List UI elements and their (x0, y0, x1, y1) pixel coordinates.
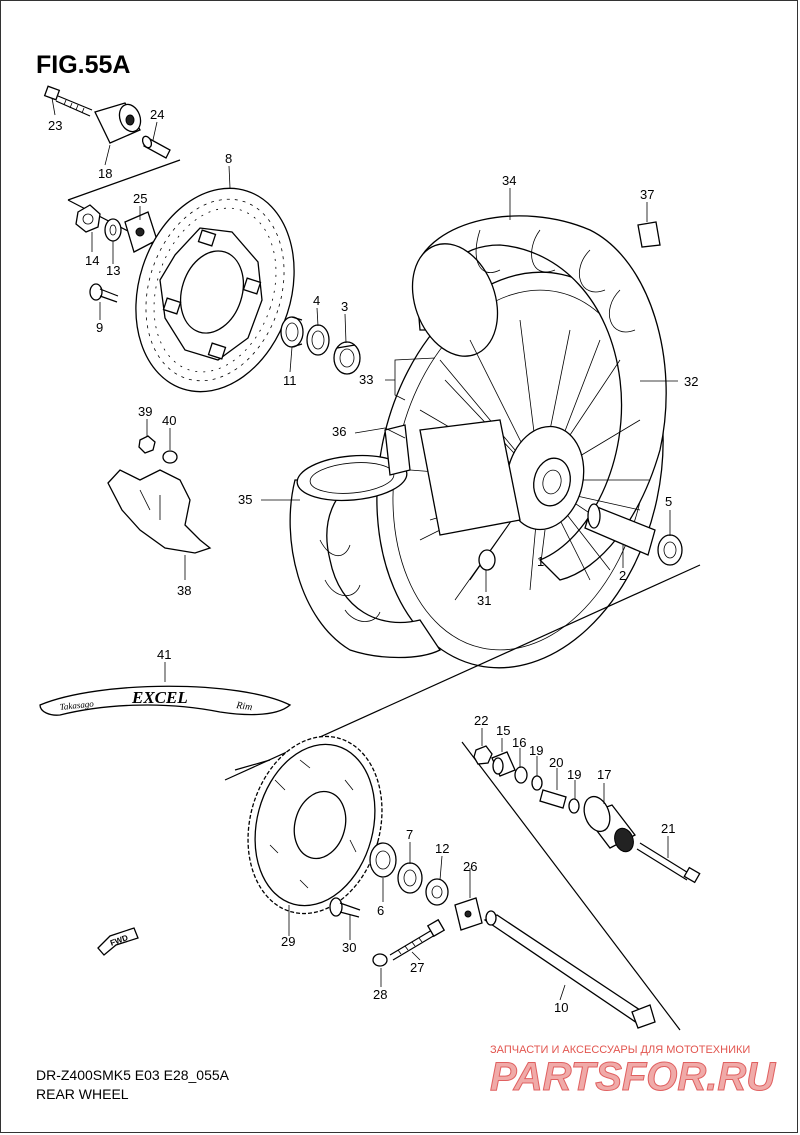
callout-11: 11 (283, 373, 297, 388)
part-34-tire[interactable] (398, 215, 667, 581)
callout-19a: 19 (529, 743, 543, 758)
callout-22: 22 (474, 713, 488, 728)
fwd-direction-arrow: FWD (97, 927, 139, 956)
decal-brand-main: EXCEL (131, 688, 188, 707)
axle-bracket-right (461, 741, 681, 1031)
callout-18: 18 (98, 166, 112, 181)
callout-25: 25 (133, 191, 147, 206)
callout-27: 27 (410, 960, 424, 975)
callout-6: 6 (377, 903, 384, 918)
callout-3: 3 (341, 299, 348, 314)
part-38-disc-cover[interactable] (107, 469, 212, 554)
part-37-valve-cap[interactable] (637, 221, 661, 248)
callout-38: 38 (177, 583, 191, 598)
part-26-plate[interactable] (454, 897, 483, 931)
callout-23: 23 (48, 118, 62, 133)
model-code: DR-Z400SMK5 E03 E28_055A (36, 1067, 230, 1083)
part-7-oil-seal[interactable] (397, 862, 423, 894)
part-14-nut[interactable] (75, 204, 101, 233)
part-29-sprocket[interactable] (229, 721, 401, 929)
part-18-spacer[interactable] (94, 101, 144, 144)
callout-17: 17 (597, 767, 611, 782)
callout-31: 31 (477, 593, 491, 608)
callout-39: 39 (138, 404, 152, 419)
part-9-bolt[interactable] (89, 283, 119, 303)
callout-20: 20 (549, 755, 563, 770)
callout-35: 35 (238, 492, 252, 507)
callout-30: 30 (342, 940, 356, 955)
decal-brand-suffix: Rim (235, 700, 253, 713)
part-22-nut[interactable] (473, 745, 493, 765)
callout-9: 9 (96, 320, 103, 335)
part-16-collar[interactable] (514, 766, 528, 784)
callout-33: 33 (359, 372, 373, 387)
callout-labels: 23 18 24 8 25 14 13 9 4 3 11 33 36 34 37… (48, 107, 698, 1015)
callout-36: 36 (332, 424, 346, 439)
callout-28: 28 (373, 987, 387, 1002)
sprocket-bracket (234, 759, 271, 771)
part-15-spacer[interactable] (491, 751, 516, 777)
watermark-logo: PARTSFOR.RU (490, 1055, 776, 1099)
callout-19b: 19 (567, 767, 581, 782)
part-20-spacer[interactable] (539, 789, 567, 809)
callout-21: 21 (661, 821, 675, 836)
watermark-tagline: ЗАПЧАСТИ И АКСЕССУАРЫ ДЛЯ МОТОТЕХНИКИ (490, 1044, 750, 1056)
part-39-bolt[interactable] (138, 435, 156, 454)
part-30-bolt[interactable] (329, 897, 361, 918)
part-12-spacer[interactable] (425, 878, 449, 906)
part-19a-washer[interactable] (531, 775, 543, 791)
callout-34: 34 (502, 173, 516, 188)
callout-15: 15 (496, 723, 510, 738)
callout-4: 4 (313, 293, 320, 308)
figure-title: FIG.55A (36, 51, 130, 79)
part-13-washer[interactable] (104, 218, 122, 242)
part-24-pin[interactable] (141, 135, 171, 159)
part-1-hub[interactable] (419, 419, 593, 537)
part-41-rim-decal[interactable]: Takasago EXCEL Rim (39, 685, 292, 716)
callout-2: 2 (619, 568, 626, 583)
part-19b-washer[interactable] (568, 798, 580, 814)
leader-lines (51, 97, 678, 1001)
callout-8: 8 (225, 151, 232, 166)
part-27-bolt[interactable] (389, 918, 446, 961)
callout-12: 12 (435, 841, 449, 856)
part-28-nut[interactable] (372, 953, 388, 967)
part-11-spacer[interactable] (280, 316, 304, 348)
part-5-oil-seal[interactable] (657, 534, 683, 566)
callout-32: 32 (684, 374, 698, 389)
callout-1: 1 (537, 554, 544, 569)
part-3-bearing[interactable] (333, 341, 361, 375)
part-23-bolt[interactable] (43, 85, 93, 117)
callout-13: 13 (106, 263, 120, 278)
part-8-brake-disc[interactable] (111, 168, 320, 413)
decal-brand-script: Takasago (59, 698, 95, 712)
part-17-weight[interactable] (580, 793, 637, 854)
watermark: ЗАПЧАСТИ И АКСЕССУАРЫ ДЛЯ МОТОТЕХНИКИ PA… (490, 1044, 777, 1100)
part-31-nipple[interactable] (478, 549, 496, 571)
part-21-bolt[interactable] (636, 842, 701, 884)
callout-26: 26 (463, 859, 477, 874)
callout-5: 5 (665, 494, 672, 509)
part-10-axle[interactable] (483, 910, 656, 1029)
part-4-oil-seal[interactable] (306, 324, 330, 356)
figure-caption: REAR WHEEL (36, 1086, 129, 1102)
part-36-rim-band[interactable] (384, 424, 411, 476)
callout-40: 40 (162, 413, 176, 428)
part-2-spacer[interactable] (584, 503, 656, 556)
callout-16: 16 (512, 735, 526, 750)
part-40-washer[interactable] (162, 450, 178, 464)
part-6-bearing[interactable] (369, 842, 397, 878)
part-35-tire-section[interactable] (289, 451, 441, 659)
callout-7: 7 (406, 827, 413, 842)
callout-37: 37 (640, 187, 654, 202)
callout-10: 10 (554, 1000, 568, 1015)
callout-14: 14 (85, 253, 99, 268)
callout-24: 24 (150, 107, 164, 122)
callout-41: 41 (157, 647, 171, 662)
callout-29: 29 (281, 934, 295, 949)
